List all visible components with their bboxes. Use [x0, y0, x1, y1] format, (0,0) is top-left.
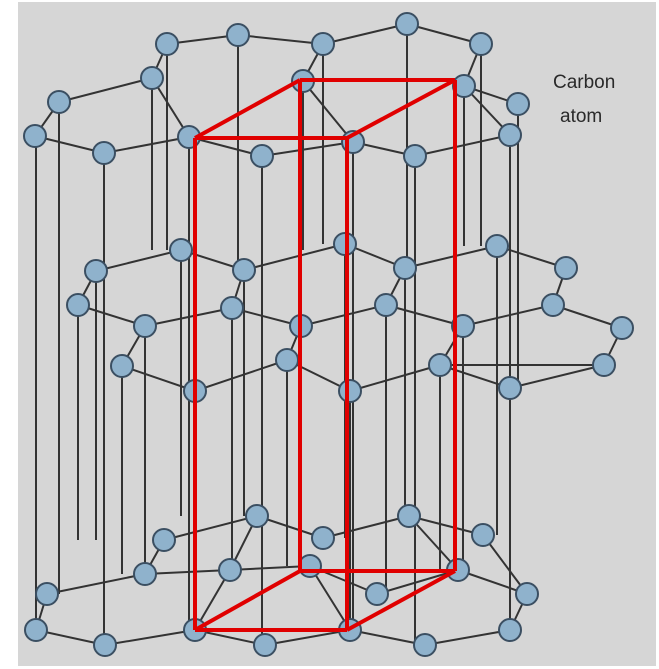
top-sheet-bond	[237, 34, 324, 45]
top-sheet-carbon-atom	[23, 124, 47, 148]
middle-sheet-carbon-atom	[220, 296, 244, 320]
middle-sheet-bond	[144, 307, 233, 327]
middle-sheet-carbon-atom	[338, 379, 362, 403]
bottom-sheet-bond	[144, 569, 231, 575]
bottom-sheet-bond	[264, 629, 351, 646]
top-sheet-bond	[414, 134, 511, 157]
bottom-sheet-bond	[349, 629, 426, 646]
middle-sheet-carbon-atom	[133, 314, 157, 338]
middle-sheet-carbon-atom	[610, 316, 634, 340]
bottom-sheet-carbon-atom	[253, 633, 277, 657]
top-sheet-carbon-atom	[395, 12, 419, 36]
middle-sheet-bond	[300, 304, 387, 327]
middle-sheet-carbon-atom	[485, 234, 509, 258]
top-sheet-bond	[302, 80, 354, 143]
middle-sheet-bond	[552, 304, 623, 329]
middle-sheet-bond	[95, 249, 182, 272]
middle-sheet-carbon-atom	[592, 353, 616, 377]
bottom-sheet-bond	[322, 515, 410, 539]
top-sheet-carbon-atom	[498, 123, 522, 147]
top-sheet-carbon-atom	[250, 144, 274, 168]
middle-sheet-carbon-atom	[84, 259, 108, 283]
bottom-sheet-bond	[376, 569, 459, 595]
unit-cell	[193, 78, 457, 632]
bottom-sheet-carbon-atom	[35, 582, 59, 606]
bottom-sheet-carbon-atom	[133, 562, 157, 586]
middle-sheet-carbon-atom	[428, 353, 452, 377]
top-sheet-carbon-atom	[226, 23, 250, 47]
middle-sheet-bond	[243, 243, 346, 271]
middle-sheet-carbon-atom	[374, 293, 398, 317]
middle-sheet-bond	[404, 245, 498, 269]
bottom-sheet-carbon-atom	[93, 633, 117, 657]
middle-sheet-bond	[496, 245, 567, 269]
carbon-atom-label-line2: atom	[560, 106, 602, 127]
unit-cell-edge	[346, 78, 456, 140]
top-sheet-carbon-atom	[311, 32, 335, 56]
bottom-sheet-bond	[408, 515, 484, 536]
bottom-sheet-bond	[457, 569, 528, 595]
middle-sheet-carbon-atom	[541, 293, 565, 317]
top-sheet-bond	[103, 136, 190, 154]
middle-sheet-carbon-atom	[275, 348, 299, 372]
middle-sheet-bond	[349, 364, 441, 392]
bottom-sheet-carbon-atom	[365, 582, 389, 606]
middle-sheet-bond	[439, 364, 511, 389]
bottom-sheet-bond	[229, 565, 311, 571]
top-sheet-carbon-atom	[506, 92, 530, 116]
middle-sheet-bond	[509, 364, 605, 389]
bottom-sheet-carbon-atom	[218, 558, 242, 582]
middle-sheet-carbon-atom	[451, 314, 475, 338]
bottom-sheet-bond	[104, 629, 196, 646]
middle-sheet-carbon-atom	[498, 376, 522, 400]
unit-cell-edge	[346, 569, 456, 632]
middle-sheet-bond	[194, 359, 288, 392]
carbon-atom-label-line1: Carbon	[553, 72, 615, 93]
unit-cell-edge	[194, 78, 301, 140]
bottom-sheet-carbon-atom	[298, 554, 322, 578]
middle-sheet-carbon-atom	[554, 256, 578, 280]
bottom-sheet-carbon-atom	[413, 633, 437, 657]
top-sheet-bond	[188, 136, 263, 157]
bottom-sheet-carbon-atom	[152, 528, 176, 552]
top-sheet-bond	[322, 23, 408, 45]
bottom-sheet-bond	[309, 565, 351, 631]
top-sheet-carbon-atom	[155, 32, 179, 56]
top-sheet-carbon-atom	[140, 66, 164, 90]
bottom-sheet-bond	[482, 534, 528, 595]
middle-sheet-bond	[121, 365, 196, 392]
top-sheet-bond	[261, 141, 354, 157]
top-sheet-carbon-atom	[47, 90, 71, 114]
middle-sheet-carbon-atom	[169, 238, 193, 262]
top-sheet-bond	[406, 23, 482, 45]
carbon-atoms	[23, 12, 634, 657]
bottom-sheet-bond	[424, 629, 511, 646]
bottom-sheet-carbon-atom	[498, 618, 522, 642]
middle-sheet-carbon-atom	[393, 256, 417, 280]
bottom-sheet-bond	[408, 515, 459, 571]
middle-sheet-bond	[462, 304, 554, 327]
middle-sheet-carbon-atom	[110, 354, 134, 378]
top-sheet-carbon-atom	[92, 141, 116, 165]
bottom-sheet-carbon-atom	[245, 504, 269, 528]
bottom-sheet-bond	[46, 573, 146, 595]
bottom-sheet-carbon-atom	[397, 504, 421, 528]
middle-sheet-carbon-atom	[232, 258, 256, 282]
middle-sheet-bond	[385, 304, 464, 327]
bottom-sheet-carbon-atom	[471, 523, 495, 547]
top-sheet-bond	[58, 77, 153, 103]
unit-cell-edge	[194, 569, 301, 632]
diagram-background	[18, 2, 656, 666]
bottom-sheet-bond	[163, 515, 258, 541]
bottom-sheet-carbon-atom	[515, 582, 539, 606]
bottom-sheet-carbon-atom	[311, 526, 335, 550]
top-sheet-carbon-atom	[403, 144, 427, 168]
middle-sheet-carbon-atom	[66, 293, 90, 317]
bottom-sheet-carbon-atom	[24, 618, 48, 642]
top-sheet-carbon-atom	[469, 32, 493, 56]
